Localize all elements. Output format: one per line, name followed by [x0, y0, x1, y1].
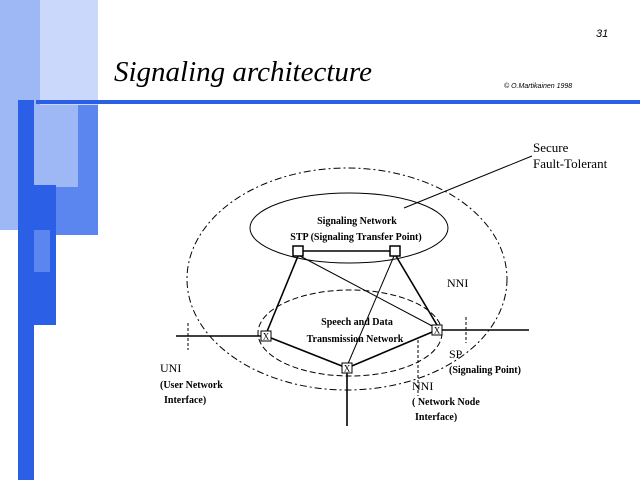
label-fault-tolerant: Fault-Tolerant [533, 156, 608, 171]
stp-node-left [292, 245, 304, 257]
uni-line1: (User Network [160, 380, 223, 391]
copyright-note: © O.Martikainen 1998 [504, 83, 573, 90]
page-number: 31 [596, 28, 609, 40]
transmission-link-right [346, 329, 438, 369]
signaling-link-stp1-left [265, 255, 299, 335]
signaling-link-stp2-bottom [346, 255, 395, 367]
uni-line2: Interface) [164, 395, 206, 406]
speech-data-line2: Transmission Network [307, 334, 404, 345]
signaling-network-ellipse [249, 192, 449, 264]
speech-data-line1: Speech and Data [321, 317, 393, 328]
nni-upper-label: NNI [447, 276, 468, 290]
signaling-link-stp1-right [299, 255, 437, 329]
signaling-network-title: Signaling Network [317, 216, 397, 227]
decor-block-inner [40, 105, 78, 187]
sp-desc: (Signaling Point) [449, 365, 521, 376]
uni-title: UNI [160, 361, 181, 375]
decor-left-bar [18, 100, 34, 480]
transmission-link-left [265, 335, 348, 369]
nni-lower-line2: Interface) [415, 412, 457, 423]
switch-node-bottom-mark: X [344, 364, 351, 374]
sp-title: SP [449, 347, 463, 361]
title-underline [36, 100, 640, 104]
nni-lower-title: NNI [412, 379, 433, 393]
signaling-link-stp2-right [395, 255, 438, 326]
signaling-network-stp: STP (Signaling Transfer Point) [290, 232, 421, 243]
switch-node-bottom [341, 362, 353, 374]
label-secure: Secure [533, 140, 569, 155]
switch-node-left-mark: X [263, 332, 270, 342]
callout-line [403, 155, 533, 209]
switch-node-right-mark: X [434, 326, 441, 336]
nni-lower-line1: ( Network Node [412, 397, 480, 408]
switch-node-left [260, 330, 272, 342]
slide-title: Signaling architecture [114, 56, 372, 88]
stp-node-right [389, 245, 401, 257]
switch-node-right [431, 324, 443, 336]
